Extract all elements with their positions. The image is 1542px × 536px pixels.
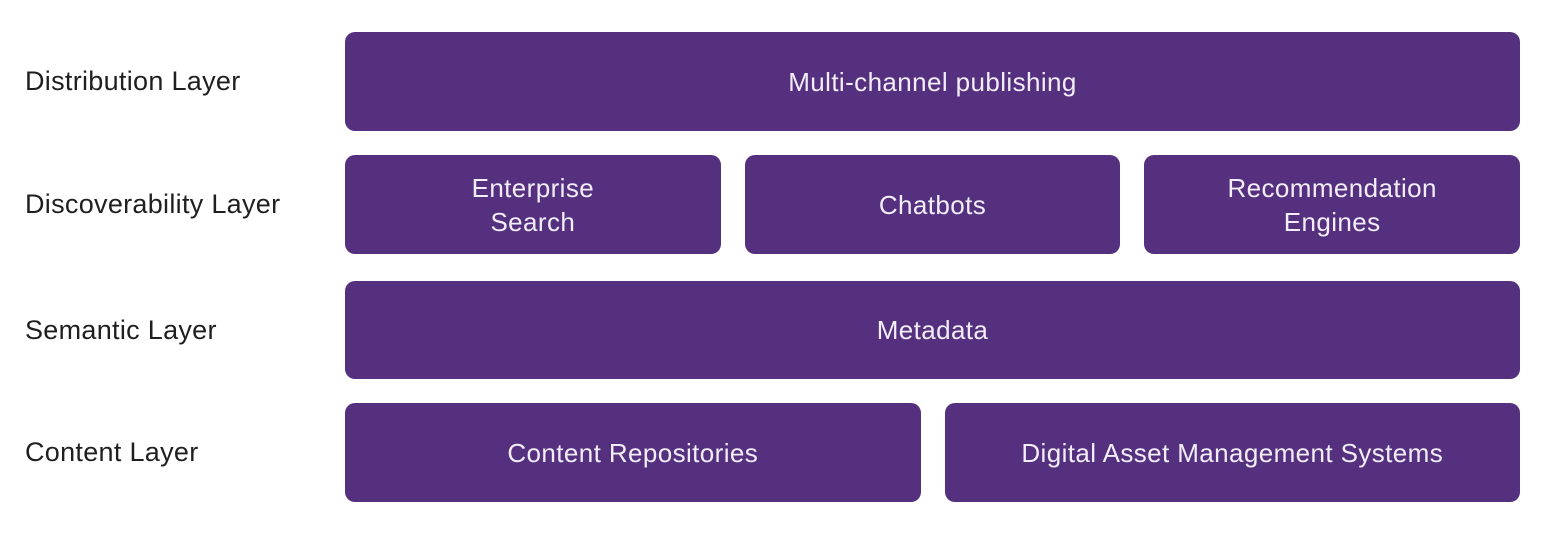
layer-label-semantic: Semantic Layer: [25, 314, 217, 345]
box-chatbots: Chatbots: [744, 155, 1121, 254]
layer-boxes-distribution: Multi-channel publishing: [345, 32, 1520, 131]
layer-row-semantic: Semantic Layer Metadata: [0, 281, 1542, 379]
box-recommendation-engines: Recommendation Engines: [1144, 155, 1521, 254]
layer-label-distribution: Distribution Layer: [25, 66, 241, 96]
layer-row-discoverability: Discoverability Layer Enterprise Search …: [0, 155, 1542, 254]
box-digital-asset-management-systems: Digital Asset Management Systems: [944, 403, 1520, 502]
layer-boxes-discoverability: Enterprise Search Chatbots Recommendatio…: [345, 155, 1521, 254]
layer-boxes-content: Content Repositories Digital Asset Manag…: [345, 403, 1520, 502]
layer-label-discoverability: Discoverability Layer: [25, 189, 281, 219]
box-enterprise-search: Enterprise Search: [345, 155, 721, 254]
layer-boxes-semantic: Metadata: [345, 281, 1520, 379]
layer-row-distribution: Distribution Layer Multi-channel publish…: [0, 32, 1542, 131]
box-metadata: Metadata: [345, 281, 1520, 379]
box-multi-channel-publishing: Multi-channel publishing: [345, 32, 1520, 131]
box-content-repositories: Content Repositories: [345, 403, 921, 502]
layer-label-content: Content Layer: [25, 437, 199, 467]
layer-row-content: Content Layer Content Repositories Digit…: [0, 403, 1542, 502]
